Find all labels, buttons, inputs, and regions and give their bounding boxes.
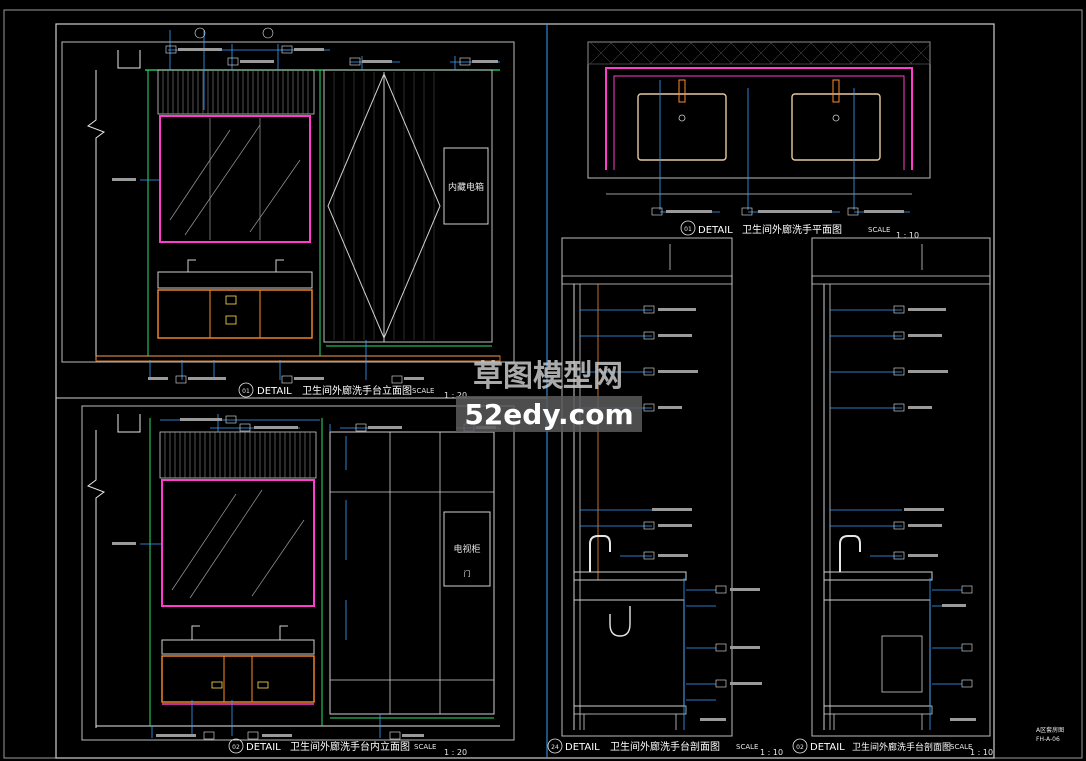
sec2-faucet <box>839 535 861 572</box>
sec1-counter <box>573 571 687 581</box>
sec1-frame <box>561 237 733 737</box>
sec1-title-detail: DETAIL <box>565 742 600 753</box>
title-block-line1: A区套房图 <box>1036 726 1064 734</box>
elev1-door-panel <box>323 69 493 343</box>
sec2-cabinet <box>824 599 931 707</box>
elev1-faucet-right <box>275 259 284 272</box>
elev1-scale: 1 : 20 <box>444 391 467 400</box>
sec1-title-number: 24 <box>551 744 559 751</box>
elev2-frame <box>81 405 515 741</box>
sec2-scale-label: SCALE <box>950 743 972 751</box>
sec1-faucet <box>589 535 611 572</box>
elev1-fluted-panel <box>157 69 315 115</box>
watermark-url: 52edy.com <box>464 398 633 431</box>
elev1-scale-label: SCALE <box>412 387 434 395</box>
elev2-title: 卫生间外廊洗手台内立面图 <box>290 740 410 753</box>
elev2-wall-break <box>86 430 106 728</box>
elev1-concealed-box <box>443 147 489 225</box>
plan-title-bubble <box>680 220 696 236</box>
sec2-frame <box>811 237 991 737</box>
elevation-2: 电视柜 门 02 DETAIL 卫生间外廊洗手台内立面图 SCALE 1 : 2… <box>81 405 515 757</box>
watermark-cn: 草图模型网 <box>473 359 623 394</box>
elev2-cabinet-text: 电视柜 <box>453 543 480 555</box>
sec2-title: 卫生间外廊洗手台剖面图 <box>852 741 951 753</box>
elev2-counter <box>161 639 315 655</box>
section-1: 24 DETAIL 卫生间外廊洗手台剖面图 SCALE 1 : 10 <box>547 237 783 757</box>
elev2-scale: 1 : 20 <box>444 748 467 757</box>
elev1-frame <box>61 41 515 363</box>
elev1-floor-hatch <box>95 355 501 362</box>
elev1-wall-break <box>86 70 106 360</box>
elev2-tall-cabinet <box>329 431 495 715</box>
sec2-counter <box>823 571 933 581</box>
plan-faucet-right <box>832 79 840 103</box>
elev1-faucet-left <box>187 259 196 272</box>
elev2-title-detail: DETAIL <box>246 742 281 753</box>
sec2-title-number: 02 <box>796 744 804 751</box>
elev1-title: 卫生间外廊洗手台立面图 <box>302 384 412 397</box>
elev2-title-number: 02 <box>232 744 240 751</box>
elev2-mirror <box>161 479 315 607</box>
watermark: 草图模型网 52edy.com <box>456 359 642 432</box>
elev2-scale-label: SCALE <box>414 743 436 751</box>
plan-counter-outline <box>605 67 913 170</box>
elev2-title-bubble <box>228 738 244 754</box>
plan-sink-left <box>637 93 727 161</box>
elev1-cabinet <box>157 289 313 339</box>
sec1-cabinet <box>574 599 685 707</box>
elevation-1: 内藏电箱 01 DETAIL 卫生间外廊洗手台立面图 SCALE <box>61 27 515 400</box>
elev1-counter <box>157 271 313 289</box>
elev1-title-number: 01 <box>242 388 250 395</box>
plan-sink-right <box>791 93 881 161</box>
elev1-title-detail: DETAIL <box>257 386 292 397</box>
section-2: 02 DETAIL 卫生间外廊洗手台剖面图 SCALE 1 : 10 <box>792 237 993 757</box>
plan-frame <box>587 41 931 179</box>
elev2-cabinet <box>161 655 315 703</box>
plan-view: 01 DETAIL 卫生间外廊洗手平面图 SCALE 1 : 10 <box>587 41 931 240</box>
plan-scale-label: SCALE <box>868 226 890 234</box>
sec2-title-detail: DETAIL <box>810 742 845 753</box>
elev1-mirror <box>159 115 311 243</box>
sec1-trap <box>609 606 631 637</box>
plan-wall-hatch <box>587 41 931 65</box>
sec1-title: 卫生间外廊洗手台剖面图 <box>610 740 720 753</box>
plan-title-number: 01 <box>684 226 692 233</box>
watermark-url-box <box>456 396 642 432</box>
sec2-scale: 1 : 10 <box>970 748 993 757</box>
elev1-wall-step <box>117 50 141 69</box>
elev1-title-bubble <box>238 382 254 398</box>
plan-title: 卫生间外廊洗手平面图 <box>742 223 842 236</box>
sec1-title-bubble <box>547 738 563 754</box>
plan-scale: 1 : 10 <box>896 231 919 240</box>
elev2-fluted-panel <box>159 431 317 479</box>
plan-title-detail: DETAIL <box>698 225 733 236</box>
title-block-line2: FH-A-06 <box>1036 736 1060 743</box>
sec1-scale-label: SCALE <box>736 743 758 751</box>
elev2-cabinet-panel <box>443 511 491 587</box>
elev2-cabinet-subtext: 门 <box>464 569 471 578</box>
elev1-concealed-text: 内藏电箱 <box>448 181 484 193</box>
plan-faucet-left <box>678 79 686 103</box>
sec2-title-bubble <box>792 738 808 754</box>
sec1-scale: 1 : 10 <box>760 748 783 757</box>
